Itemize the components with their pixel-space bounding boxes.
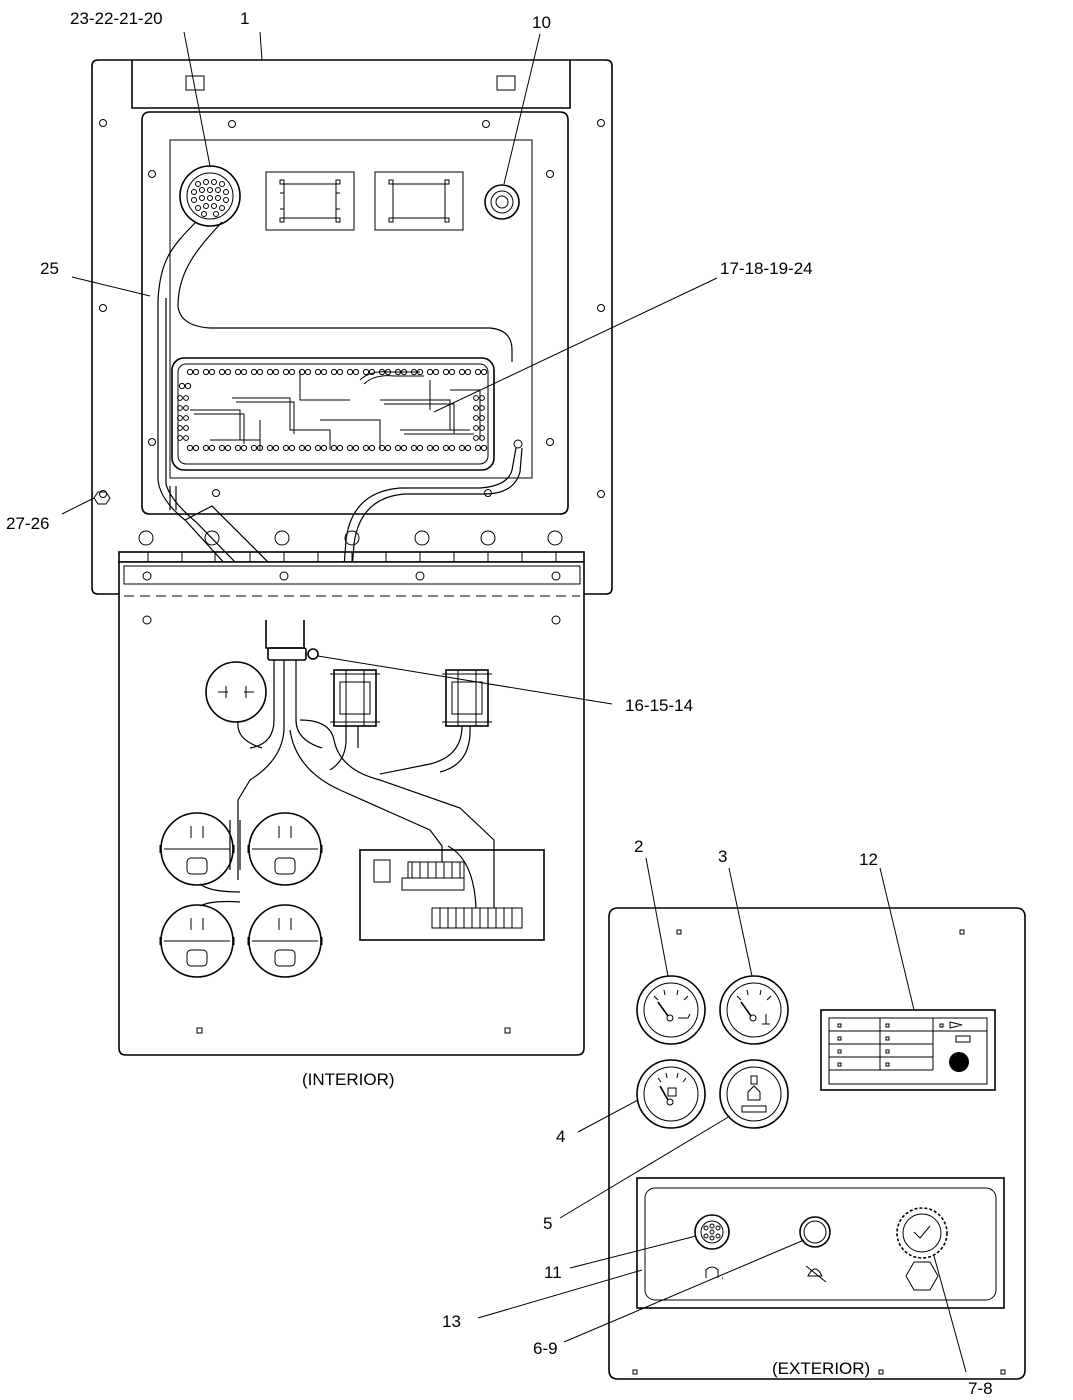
callout-27-26: 27-26 (6, 514, 49, 533)
harness-clamp (237, 620, 495, 900)
callout-13: 13 (442, 1312, 461, 1331)
control-module (820, 1009, 996, 1091)
gauge-3-water-temperature (719, 975, 789, 1045)
relay-socket-left (329, 669, 380, 771)
top-slot-right (496, 75, 516, 91)
callout-17-18-19-24: 17-18-19-24 (720, 259, 813, 278)
emergency-stop-7-8 (896, 1207, 948, 1291)
leader-lines (61, 31, 967, 1373)
inner-panel (141, 111, 569, 515)
top-flange (131, 60, 571, 109)
gauge-4-fuel-level (636, 1059, 706, 1129)
callout-23-22-21-20: 23-22-21-20 (70, 9, 163, 28)
indicator-lamp-6-9 (799, 1216, 831, 1283)
circuit-board (171, 357, 495, 471)
caption-interior: (INTERIOR) (302, 1070, 395, 1089)
gauge-2-oil-pressure (636, 975, 706, 1045)
relay-socket-right (379, 669, 492, 775)
callout-2: 2 (634, 837, 643, 856)
terminal-board (359, 829, 545, 941)
callout-4: 4 (556, 1127, 565, 1146)
outer-enclosure (91, 59, 613, 595)
callout-10: 10 (532, 13, 551, 32)
switch-plate-outer (636, 1177, 1005, 1309)
receptacle-bottom-left (159, 904, 235, 978)
rectangular-cutout-right (374, 171, 464, 231)
callout-16-15-14: 16-15-14 (625, 696, 693, 715)
interior-view (91, 59, 613, 1056)
callout-7-8: 7-8 (968, 1379, 993, 1398)
connector-11 (694, 1214, 730, 1279)
callout-5: 5 (543, 1214, 552, 1233)
door-panel (118, 561, 585, 1056)
callout-12: 12 (859, 850, 878, 869)
exterior-panel (608, 907, 1026, 1380)
frame-screws (99, 119, 605, 498)
gauge-5-hour-meter (719, 1059, 789, 1129)
view-captions: (INTERIOR) (EXTERIOR) (302, 1070, 870, 1378)
mounting-plate (169, 139, 533, 479)
callout-labels: 23-22-21-20 1 10 25 17-18-19-24 27-26 16… (6, 9, 993, 1398)
round-connector (179, 165, 241, 227)
receptacle-top-left (159, 812, 235, 886)
receptacle-top-right (247, 812, 323, 886)
callout-6-9: 6-9 (533, 1339, 558, 1358)
callout-1: 1 (240, 9, 249, 28)
round-component (205, 661, 267, 749)
grommet (484, 184, 520, 220)
caption-exterior: (EXTERIOR) (772, 1359, 870, 1378)
callout-3: 3 (718, 847, 727, 866)
callout-11: 11 (544, 1263, 562, 1282)
receptacle-bottom-right (247, 904, 323, 978)
exterior-view (608, 907, 1026, 1380)
rectangular-cutout-left (265, 171, 355, 231)
switch-plate-13 (644, 1187, 997, 1301)
receptacles (159, 812, 323, 978)
door-screws (142, 571, 561, 1034)
callout-25: 25 (40, 259, 59, 278)
